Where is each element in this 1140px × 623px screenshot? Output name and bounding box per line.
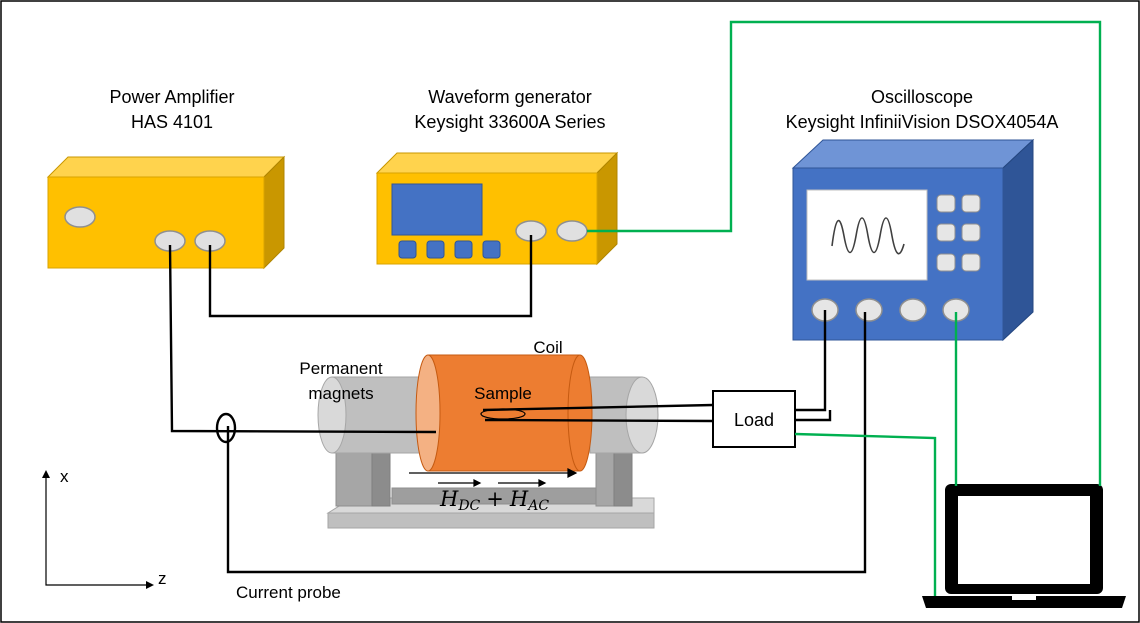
- wire-amplifier-to-coil: [168, 244, 437, 434]
- power-amplifier-name-label: Power Amplifier: [109, 87, 234, 107]
- wire-generator-to-amplifier: [208, 235, 533, 318]
- h-dc-symbol: H: [439, 487, 459, 511]
- h-ac-subscript: AC: [526, 498, 549, 514]
- oscilloscope-key: [961, 223, 981, 242]
- sample-label: Sample: [474, 384, 532, 403]
- permanent-magnet-right: [589, 376, 659, 454]
- power-amplifier-model-label: HAS 4101: [131, 112, 213, 132]
- load-label: Load: [734, 410, 774, 430]
- plus-sign: +: [486, 487, 504, 511]
- field-formula-text: HDC+HAC: [439, 487, 549, 514]
- axis-z-label: z: [158, 569, 167, 588]
- green-wires: [587, 20, 1102, 596]
- waveform-generator-key: [482, 240, 501, 259]
- waveform-generator-display: [391, 183, 483, 236]
- waveform-generator-name-label: Waveform generator: [428, 87, 591, 107]
- current-probe-label: Current probe: [236, 583, 341, 602]
- waveform-generator-model-label: Keysight 33600A Series: [414, 112, 605, 132]
- z-axis-arrowhead: [146, 581, 154, 589]
- h-dc-subscript: DC: [457, 498, 480, 514]
- load-box: [712, 390, 796, 448]
- waveform-generator: [375, 151, 619, 266]
- wire-current-probe-to-oscilloscope: [226, 312, 867, 574]
- black-wires: [168, 235, 867, 574]
- power-amplifier-knob: [64, 206, 96, 228]
- waveform-generator-key: [454, 240, 473, 259]
- oscilloscope-channel-port: [855, 298, 883, 322]
- wire-load-to-oscilloscope-ch1: [795, 310, 827, 412]
- laptop: [922, 484, 1126, 608]
- oscilloscope-key: [961, 253, 981, 272]
- magnet-stand: [326, 449, 655, 529]
- permanent-magnets-label-line2: magnets: [308, 384, 373, 403]
- oscilloscope-channel-port: [899, 298, 927, 322]
- waveform-generator-key: [398, 240, 417, 259]
- oscilloscope-key: [936, 253, 956, 272]
- wire-sample-to-load-bottom: [484, 418, 714, 423]
- power-amplifier: [46, 155, 286, 270]
- oscilloscope-key: [936, 223, 956, 242]
- oscilloscope-name-label: Oscilloscope: [871, 87, 973, 107]
- oscilloscope: [791, 138, 1035, 342]
- current-probe-clamp: [215, 412, 237, 444]
- oscilloscope-key: [936, 194, 956, 213]
- waveform-generator-sync-port: [556, 220, 588, 242]
- coil-label: Coil: [533, 338, 562, 357]
- axis-x-label: x: [60, 467, 69, 486]
- wire-generator-to-laptop: [587, 20, 1102, 486]
- oscilloscope-waveform-trace: [831, 217, 905, 255]
- wire-load-to-laptop: [794, 432, 937, 596]
- axes-indicator: x z: [42, 467, 167, 589]
- oscilloscope-model-label: Keysight InfiniiVision DSOX4054A: [786, 112, 1059, 132]
- x-axis-arrowhead: [42, 470, 50, 478]
- h-ac-symbol: H: [509, 487, 529, 511]
- field-formula: HDC+HAC: [409, 468, 578, 514]
- wire-load-to-oscilloscope-return: [795, 410, 832, 422]
- oscilloscope-key: [961, 194, 981, 213]
- permanent-magnets-label-line1: Permanent: [299, 359, 382, 378]
- oscilloscope-screen: [806, 189, 928, 281]
- waveform-generator-key: [426, 240, 445, 259]
- wire-sample-to-load-top: [482, 403, 714, 412]
